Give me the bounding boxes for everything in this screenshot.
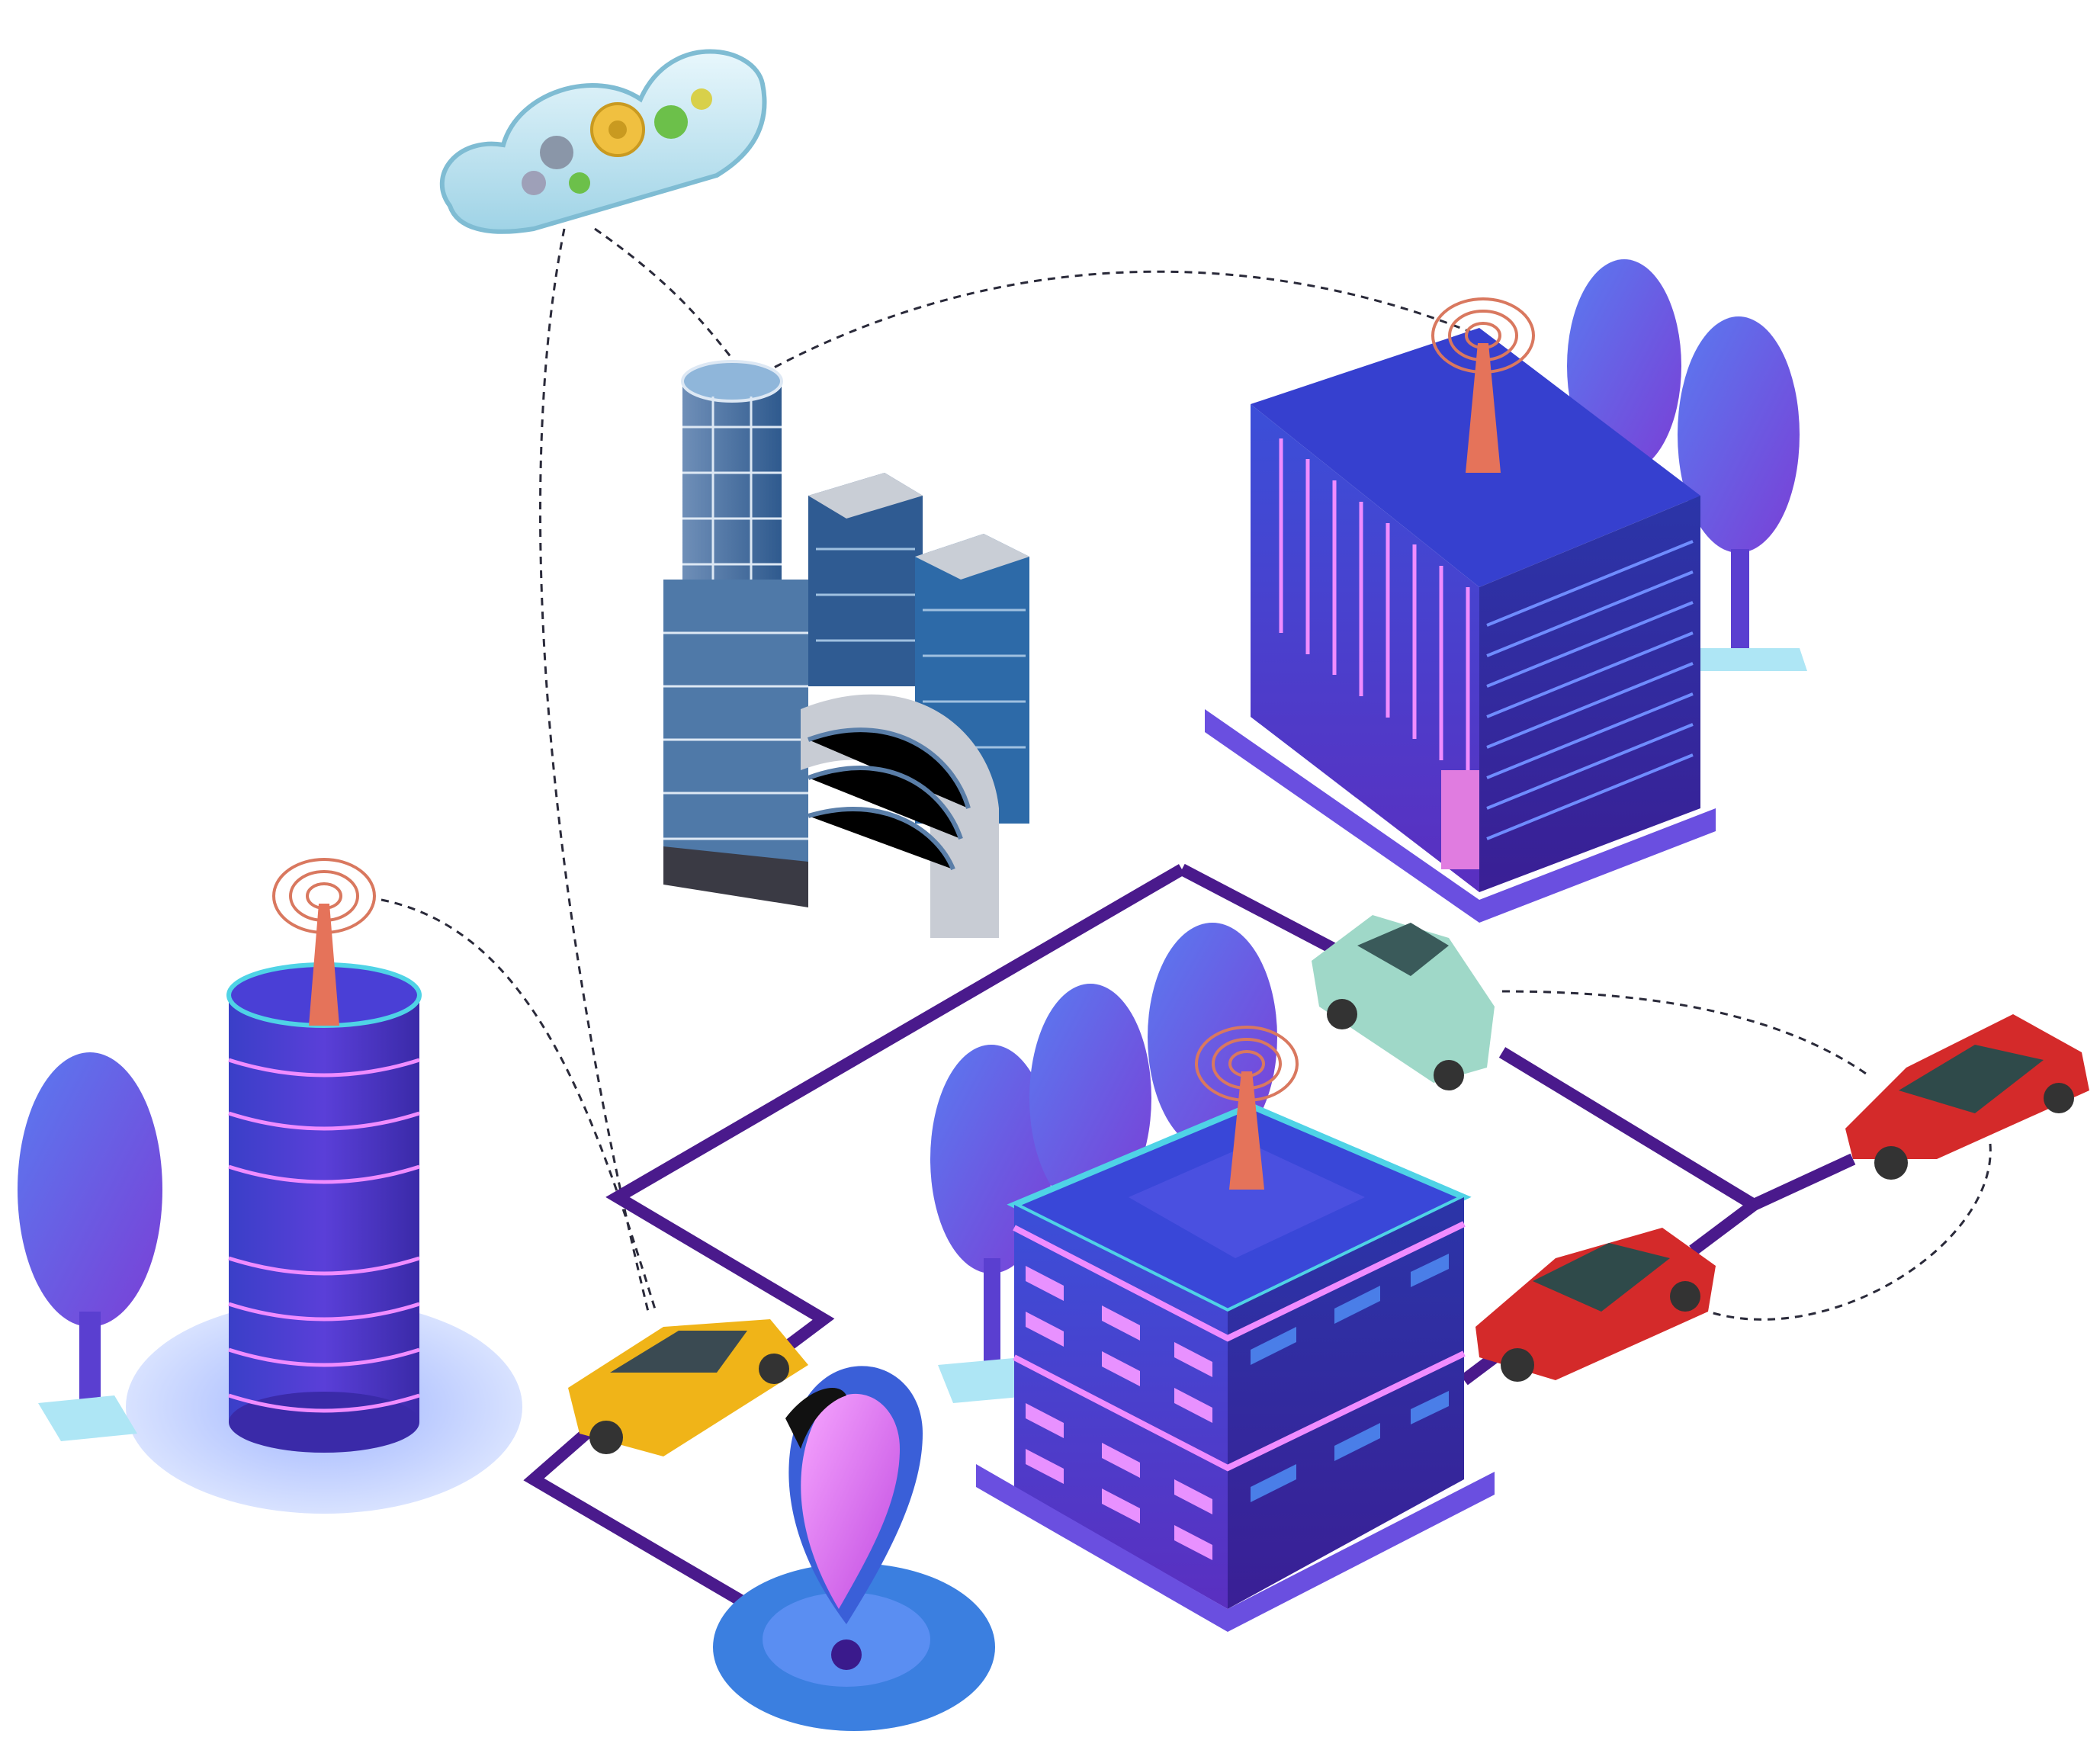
antenna-icon — [272, 858, 376, 1026]
connection-lines — [381, 227, 1992, 1321]
road-network — [523, 863, 1856, 1668]
antenna-icon — [1195, 1026, 1299, 1190]
central-office-building — [930, 923, 1495, 1632]
red-car — [1845, 1014, 2089, 1180]
large-office-building — [1205, 259, 1807, 923]
cloud-gears-icon — [439, 49, 767, 234]
location-pin-icon — [713, 1366, 995, 1731]
car-icon — [568, 915, 2089, 1456]
office-tower-cluster — [663, 360, 1029, 938]
antenna-icon — [1431, 297, 1535, 473]
red-car — [1475, 1228, 1716, 1382]
yellow-car — [568, 1319, 808, 1456]
data-center-tower — [18, 858, 522, 1514]
teal-car — [1312, 915, 1495, 1090]
